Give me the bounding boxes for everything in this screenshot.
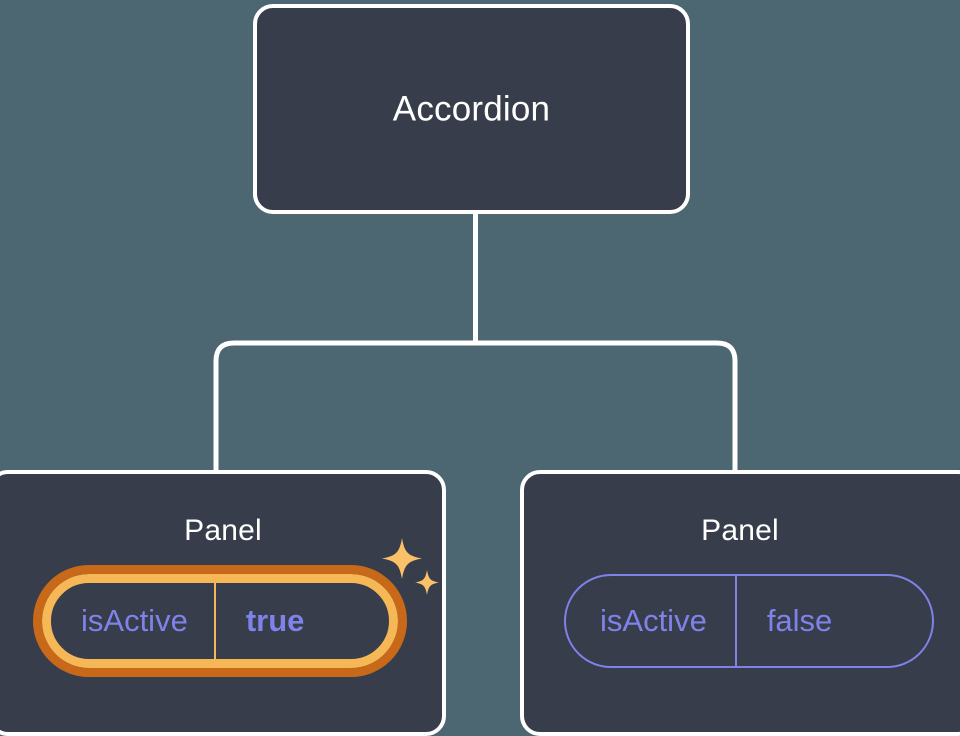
node-panel-active[interactable]: Panel isActive true <box>0 470 446 736</box>
prop-pill-active-wrap: isActive true <box>33 565 407 677</box>
node-accordion[interactable]: Accordion <box>253 4 690 214</box>
prop-pill-key: isActive <box>81 603 188 638</box>
connector-bus-left <box>213 340 476 472</box>
prop-pill-inactive-wrap: isActive false <box>564 574 934 668</box>
node-panel-inactive[interactable]: Panel isActive false <box>520 470 960 736</box>
sparkle-small-icon <box>415 570 439 595</box>
prop-pill-isactive-true[interactable]: isActive true <box>33 565 407 677</box>
node-panel-active-title: Panel <box>184 514 262 547</box>
node-accordion-title: Accordion <box>392 89 551 129</box>
node-panel-inactive-title: Panel <box>701 514 779 547</box>
prop-pill-isactive-false[interactable]: isActive false <box>564 574 934 668</box>
prop-pill-value: false <box>766 603 833 638</box>
prop-pill-divider <box>734 576 737 666</box>
prop-pill-divider <box>213 583 216 659</box>
prop-pill-key: isActive <box>600 603 707 638</box>
connector-bus-right <box>475 340 738 472</box>
prop-pill-value: true <box>245 603 305 638</box>
